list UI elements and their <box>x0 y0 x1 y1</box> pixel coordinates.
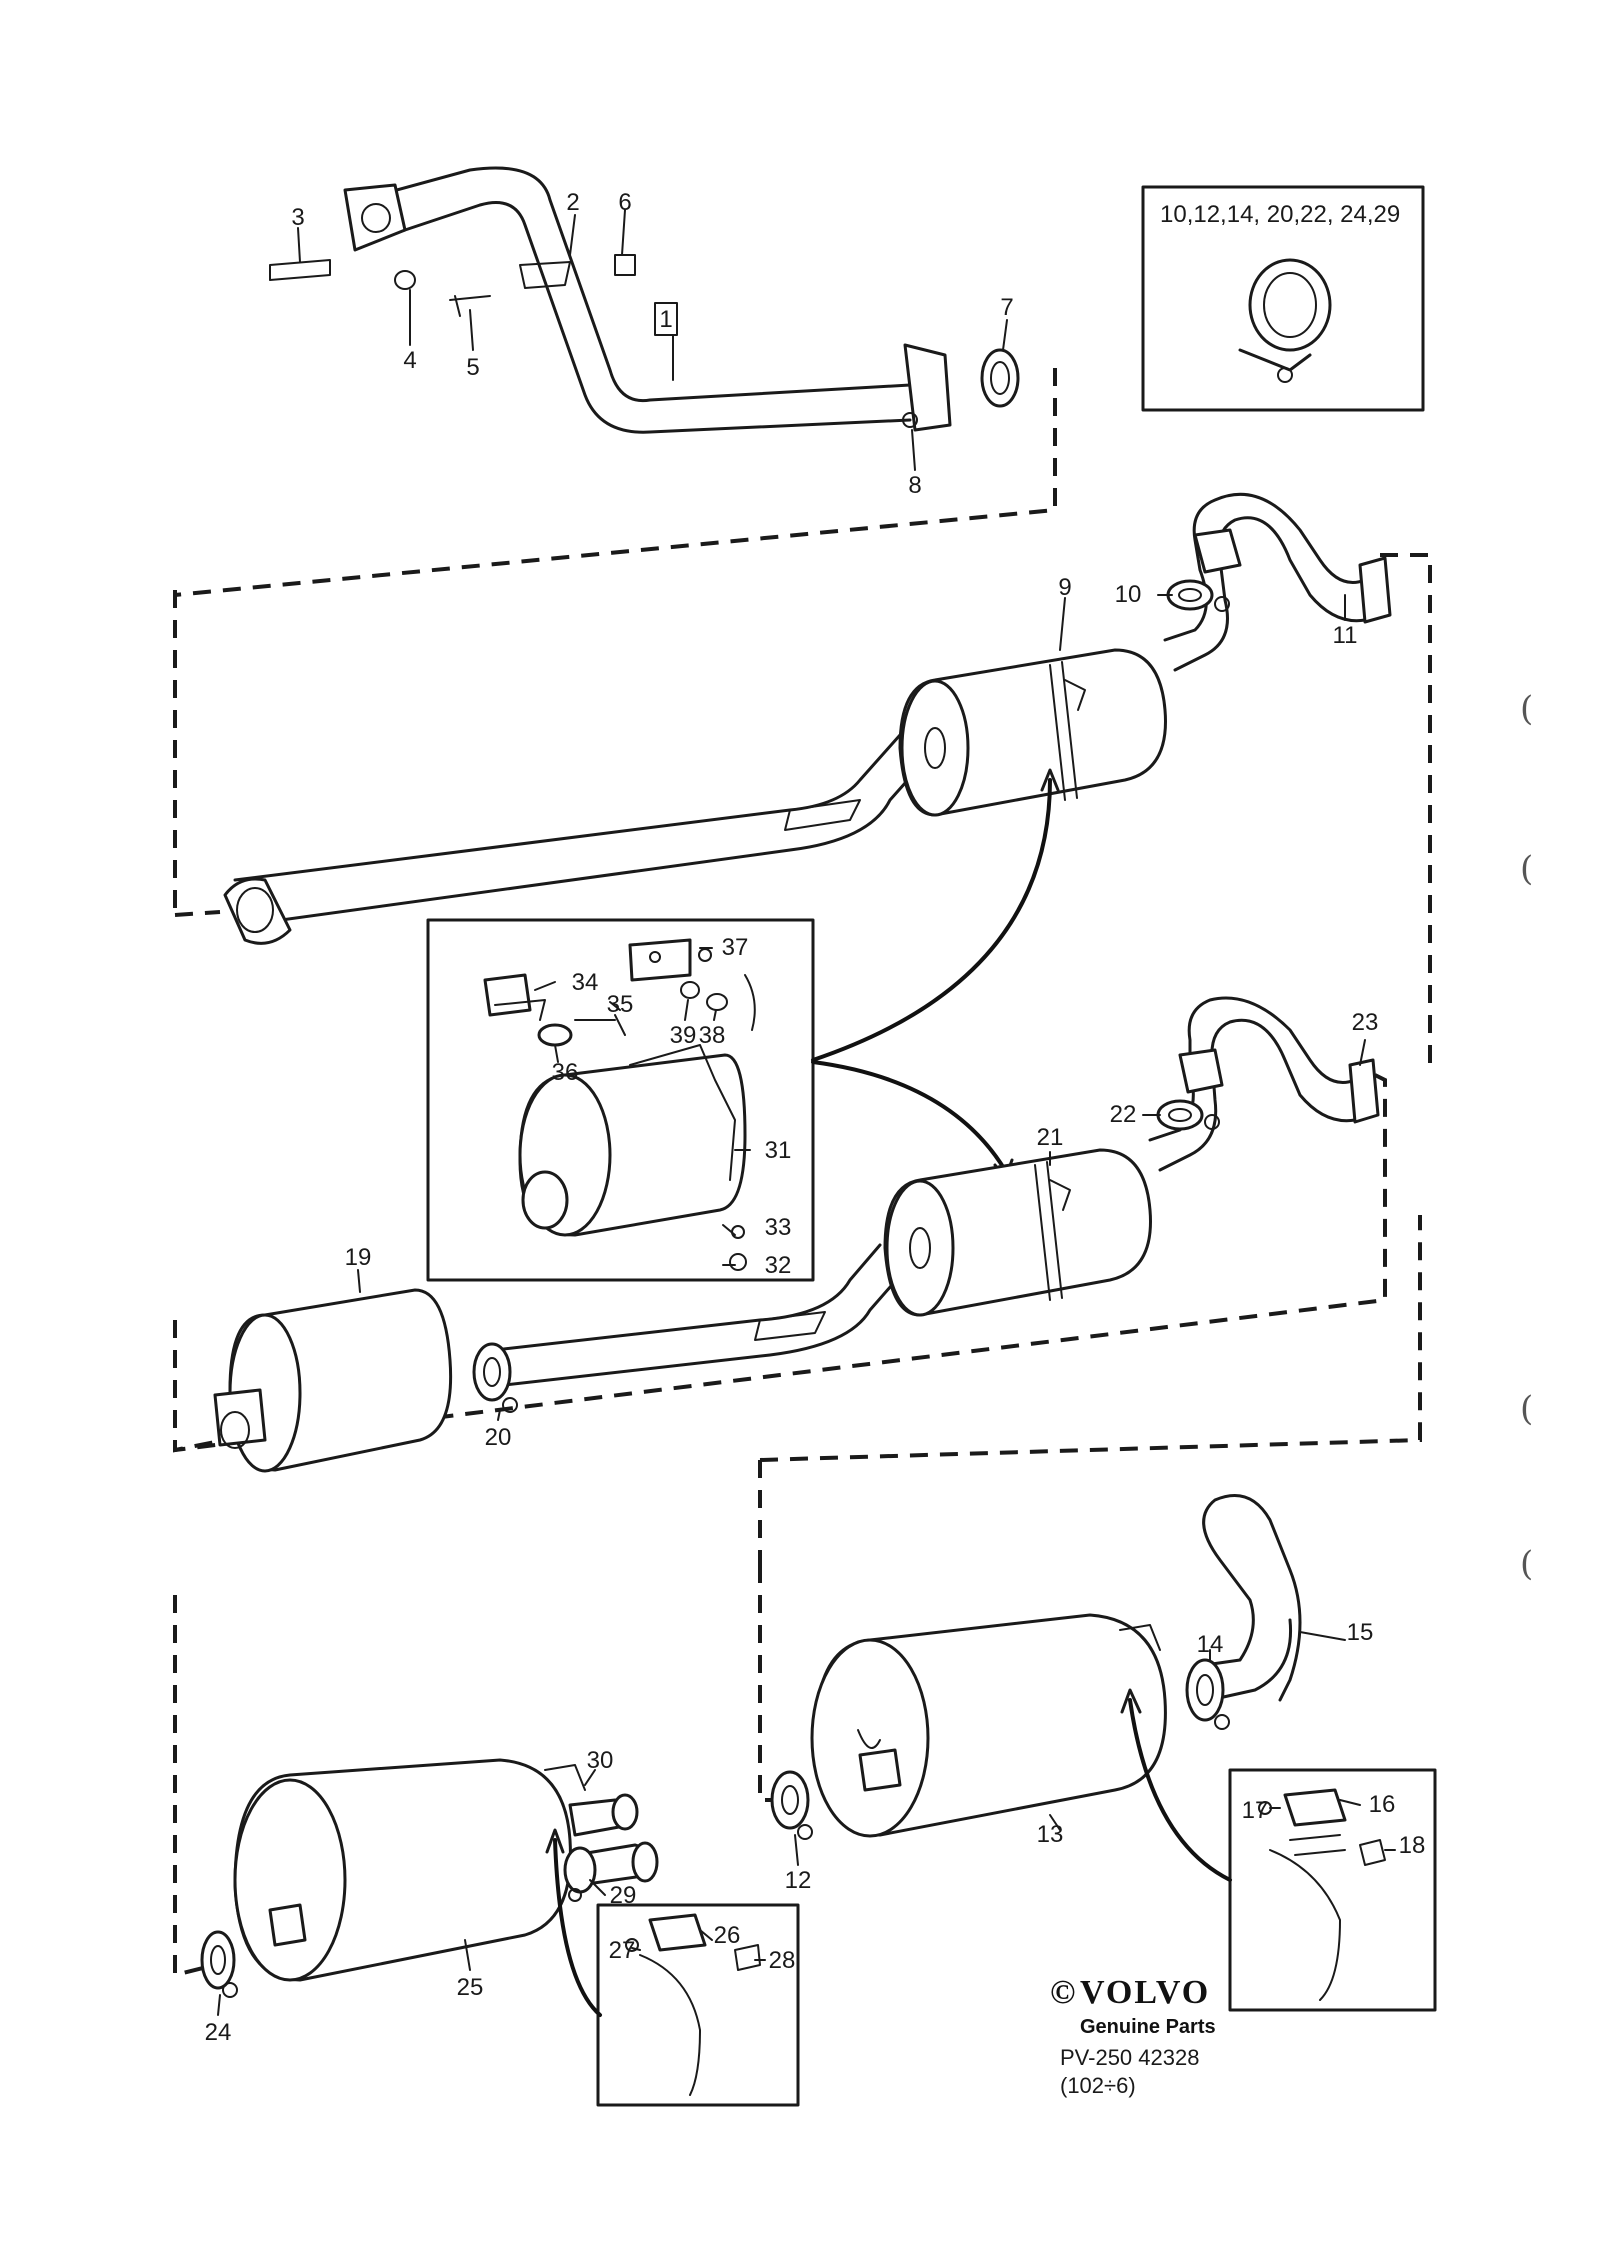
clamp-inset-label: 10,12,14, 20,22, 24,29 <box>1160 201 1400 228</box>
callout-2: 2 <box>566 189 579 216</box>
callout-6: 6 <box>618 189 631 216</box>
gasket-7 <box>980 348 1020 408</box>
callout-16: 16 <box>1369 1791 1396 1818</box>
callout-18: 18 <box>1399 1832 1426 1859</box>
clamp-29 <box>563 1846 597 1902</box>
callout-24: 24 <box>205 2019 232 2046</box>
callout-23: 23 <box>1352 1009 1379 1036</box>
callout-39: 39 <box>670 1022 697 1049</box>
clamp-24 <box>200 1930 238 1998</box>
hanger-inset-26 <box>596 1903 800 2107</box>
clamp-inset <box>1141 185 1425 412</box>
copyright-symbol: © <box>1050 1974 1077 2011</box>
callout-12: 12 <box>785 1867 812 1894</box>
pointer-arrowhead-13 <box>1120 1688 1142 1714</box>
callout-13: 13 <box>1037 1821 1064 1848</box>
muffler-9 <box>898 648 1167 817</box>
hanger-inset-16 <box>1228 1768 1437 2012</box>
leader-lines <box>217 209 1396 2016</box>
clamp-10 <box>1166 579 1230 612</box>
genuine-parts-label: Genuine Parts <box>1080 2016 1216 2038</box>
clamp-22 <box>1156 1099 1220 1131</box>
callout-32: 32 <box>765 1252 792 1279</box>
callout-8: 8 <box>908 472 921 499</box>
callout-15: 15 <box>1347 1619 1374 1646</box>
callout-7: 7 <box>1000 294 1013 321</box>
callout-37: 37 <box>722 934 749 961</box>
drawing-code: PV-250 42328 <box>1060 2045 1199 2070</box>
muffler-19 <box>213 1288 453 1473</box>
callout-28: 28 <box>769 1947 796 1974</box>
pointer-arrow-13 <box>1128 1698 1232 1882</box>
muffler-21 <box>883 1148 1152 1317</box>
callout-30: 30 <box>587 1747 614 1774</box>
connection-lines <box>173 368 1432 1978</box>
callout-36: 36 <box>552 1059 579 1086</box>
callout-17: 17 <box>1242 1797 1269 1824</box>
callout-10: 10 <box>1115 581 1142 608</box>
pointer-arrow-25 <box>553 1838 602 2017</box>
callout-9: 9 <box>1058 574 1071 601</box>
volvo-logo: VOLVO <box>1080 1974 1210 2011</box>
callout-27: 27 <box>609 1937 636 1964</box>
tailpipe-15 <box>1202 1494 1302 1702</box>
rear-muffler-25 <box>233 1758 586 1982</box>
clamp-14 <box>1185 1658 1230 1730</box>
callout-34: 34 <box>572 969 599 996</box>
intermediate-pipe-21 <box>493 1243 907 1387</box>
callout-4: 4 <box>403 347 416 374</box>
clamp-20 <box>472 1342 518 1413</box>
part-box-1 <box>654 302 678 336</box>
callout-26: 26 <box>714 1922 741 1949</box>
callout-11: 11 <box>1333 622 1358 649</box>
hanger-inset <box>426 918 815 1282</box>
callout-1: 1 <box>659 306 672 333</box>
margin-mark-2: ( <box>1520 849 1533 889</box>
pointer-arrowhead-25 <box>545 1828 565 1854</box>
callout-14: 14 <box>1197 1631 1224 1658</box>
clamp-12 <box>770 1770 813 1840</box>
callout-33: 33 <box>765 1214 792 1241</box>
intermediate-pipe-9 <box>223 733 932 945</box>
callout-19: 19 <box>345 1244 372 1271</box>
callout-35: 35 <box>607 991 634 1018</box>
front-pipe <box>269 166 1013 434</box>
drawing-reference: (102÷6) <box>1060 2073 1136 2098</box>
callout-21: 21 <box>1037 1124 1064 1151</box>
callout-38: 38 <box>699 1022 726 1049</box>
callout-25: 25 <box>457 1974 484 2001</box>
callout-20: 20 <box>485 1424 512 1451</box>
margin-mark-1: ( <box>1520 689 1533 729</box>
margin-mark-3: ( <box>1520 1389 1533 1429</box>
margin-mark-4: ( <box>1520 1544 1533 1584</box>
callout-31: 31 <box>765 1137 792 1164</box>
callout-3: 3 <box>291 204 304 231</box>
pointer-arrows <box>811 768 1060 1182</box>
callout-5: 5 <box>466 354 479 381</box>
tailpipe-23 <box>1148 996 1380 1172</box>
callout-29: 29 <box>610 1882 637 1909</box>
callout-22: 22 <box>1110 1101 1137 1128</box>
rear-muffler-13 <box>810 1613 1167 1838</box>
